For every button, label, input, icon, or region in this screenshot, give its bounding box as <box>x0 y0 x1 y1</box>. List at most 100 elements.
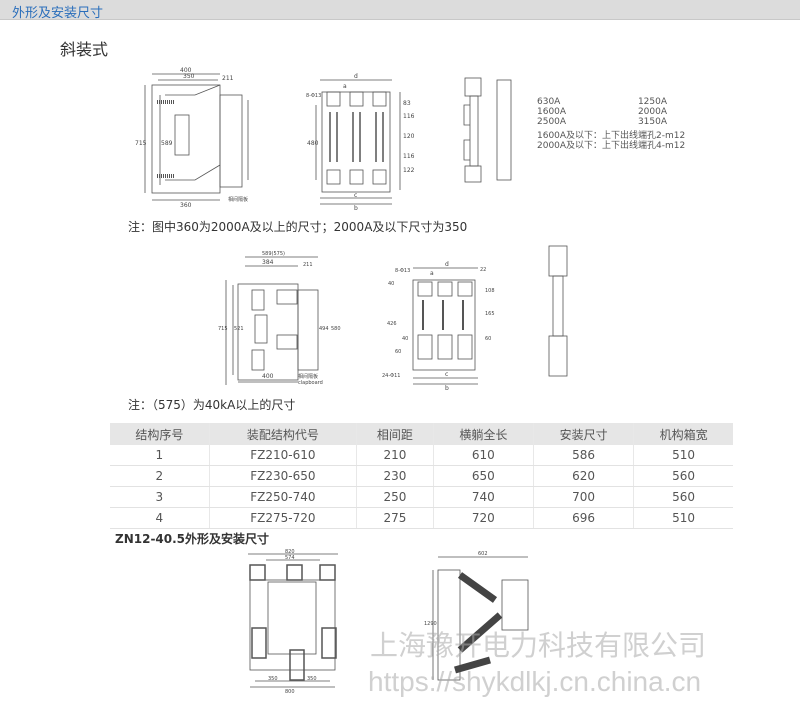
dim-label: a <box>343 83 347 90</box>
dim-label: 211 <box>222 75 234 82</box>
section-header: 外形及安装尺寸 <box>0 0 800 21</box>
dim-label: 800 <box>285 689 295 695</box>
table-cell: 3 <box>110 486 210 508</box>
table-cell: 275 <box>356 507 434 529</box>
table-cell: FZ250-740 <box>208 486 357 508</box>
table-cell: FZ230-650 <box>208 465 357 487</box>
col-header: 相间距 <box>356 423 434 445</box>
note-2: 注：（575）为40kA以上的尺寸 <box>128 398 296 412</box>
dim-label: 426 <box>387 321 397 327</box>
table-cell: 696 <box>532 507 634 529</box>
dim-label: 360 <box>180 202 192 209</box>
drawing-front-view-1: d a 8-Φ13 480 83 116 120 116 122 c b <box>306 73 415 212</box>
drawing-busbar-side-2 <box>548 245 568 377</box>
dim-label: 24-Φ11 <box>382 373 400 379</box>
dim-label: 384 <box>262 259 274 266</box>
dim-label: 60 <box>395 349 401 355</box>
dim-label: 350 <box>307 676 317 682</box>
col-header: 机构箱宽 <box>633 423 733 445</box>
dim-label: 116 <box>403 113 415 120</box>
col-header: 结构序号 <box>110 423 210 445</box>
dim-label: d <box>445 261 449 268</box>
table-cell: 560 <box>633 486 733 508</box>
table-cell: 510 <box>633 445 733 466</box>
dim-label: 400 <box>262 373 274 380</box>
dim-label: 22 <box>480 267 486 273</box>
table-cell: 230 <box>356 465 434 487</box>
dim-label: 350 <box>268 676 278 682</box>
col-header: 横躺全长 <box>432 423 534 445</box>
drawing-side-view-2: 589(575) 384 211 715 521 494 580 400 相间隔… <box>218 251 341 386</box>
rating: 630A <box>537 97 561 107</box>
dim-label: 165 <box>485 311 495 317</box>
drawing-front-view-2: d a 8-Φ13 22 40 108 165 426 40 60 60 24-… <box>382 261 495 392</box>
dim-label: 122 <box>403 167 415 174</box>
rating: 2500A <box>537 117 567 127</box>
dim-label: 8-Φ13 <box>395 268 410 274</box>
dim-label: 相间隔板 <box>298 373 318 380</box>
dim-label: a <box>430 270 434 277</box>
table-cell: 2 <box>110 465 210 487</box>
dim-label: 116 <box>403 153 415 160</box>
dim-label: clapboard <box>298 380 323 386</box>
dim-label: d <box>354 73 358 80</box>
section-header-title: 外形及安装尺寸 <box>12 6 104 21</box>
rating: 1600A <box>537 107 567 117</box>
section-2-title: ZN12-40.5外形及安装尺寸 <box>115 532 270 546</box>
dim-label: 494 <box>319 326 329 332</box>
table-cell: 1 <box>110 445 210 466</box>
dim-label: b <box>445 385 449 392</box>
table-cell: FZ210-610 <box>208 445 357 466</box>
col-header: 安装尺寸 <box>532 423 634 445</box>
dim-label: 602 <box>478 551 488 557</box>
table-cell: 700 <box>532 486 634 508</box>
dim-label: c <box>354 192 357 199</box>
dim-label: b <box>354 205 358 212</box>
table-cell: 560 <box>633 465 733 487</box>
dim-label: 715 <box>135 140 147 147</box>
table-cell: 610 <box>432 445 534 466</box>
dim-label: 820 <box>285 549 295 555</box>
dim-label: 480 <box>307 140 319 147</box>
table-cell: 586 <box>532 445 634 466</box>
drawing-zn12-side: 602 1290 <box>424 551 529 681</box>
dim-label: 589 <box>161 140 173 147</box>
drawing-busbar-side <box>463 77 512 183</box>
table-cell: 720 <box>432 507 534 529</box>
dim-label: 211 <box>303 262 313 268</box>
terminal-note: 2000A及以下：上下出线端孔4-m12 <box>537 141 686 151</box>
table-cell: FZ275-720 <box>208 507 357 529</box>
dim-label: 相间隔板 <box>228 196 248 203</box>
dim-label: 120 <box>403 133 415 140</box>
dim-label: c <box>445 371 448 378</box>
note-1: 注：图中360为2000A及以上的尺寸；2000A及以下尺寸为350 <box>128 220 468 234</box>
table-cell: 740 <box>432 486 534 508</box>
dim-label: 589(575) <box>262 251 285 257</box>
table-cell: 4 <box>110 507 210 529</box>
dim-label: 8-Φ13 <box>306 93 321 99</box>
table-cell: 650 <box>432 465 534 487</box>
table-cell: 210 <box>356 445 434 466</box>
dim-label: 1290 <box>424 621 437 627</box>
watermark-url: https://shykdlkj.cn.china.cn <box>368 666 702 697</box>
watermark-company: 上海豫开电力科技有限公司 <box>370 630 707 661</box>
col-header: 装配结构代号 <box>208 423 357 445</box>
table-cell: 250 <box>356 486 434 508</box>
dim-label: 108 <box>485 288 495 294</box>
rating: 1250A <box>637 97 667 107</box>
dim-label: 400 <box>180 67 192 74</box>
dim-label: 715 <box>218 326 228 332</box>
drawing-side-view-1: 400 350 211 715 589 360 相间隔板 <box>135 67 249 209</box>
drawing-zn12-front: 820 574 350 350 800 <box>248 549 338 695</box>
dim-label: 40 <box>402 336 408 342</box>
dim-label: 521 <box>234 326 244 332</box>
dim-label: 83 <box>403 100 411 107</box>
terminal-note: 1600A及以下：上下出线端孔2-m12 <box>537 131 686 141</box>
